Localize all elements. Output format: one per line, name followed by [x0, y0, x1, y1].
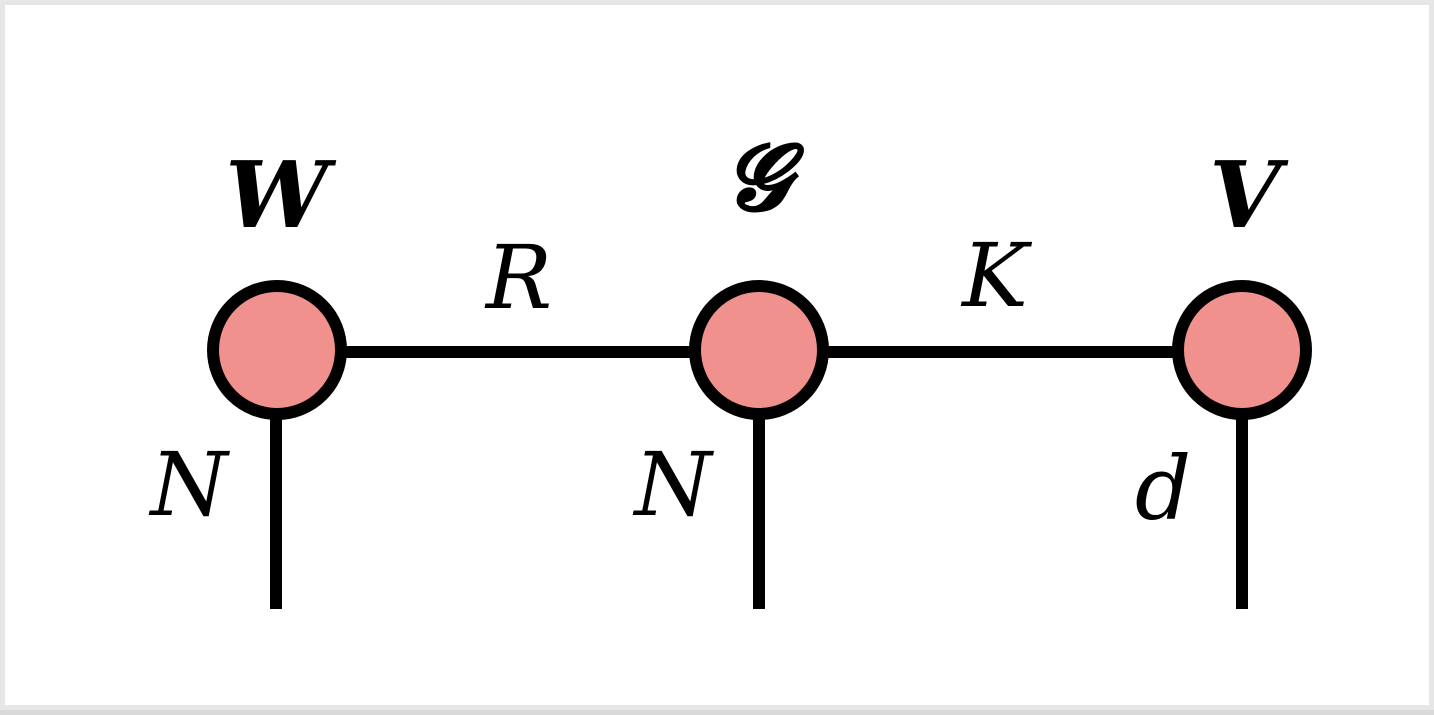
node-w — [207, 280, 347, 420]
tensor-network-diagram: W 𝓖 V R K N N d — [149, 123, 1312, 609]
bond-label-k: K — [960, 224, 1032, 327]
leg-label-g: N — [633, 433, 715, 536]
node-v — [1172, 280, 1312, 420]
node-label-g: 𝓖 — [725, 123, 806, 231]
bond-label-r: R — [484, 226, 552, 329]
node-g — [689, 280, 829, 420]
leg-label-v: d — [1135, 437, 1191, 540]
leg-label-w: N — [149, 433, 231, 536]
node-label-v: V — [1209, 141, 1289, 249]
node-label-w: W — [225, 141, 336, 249]
